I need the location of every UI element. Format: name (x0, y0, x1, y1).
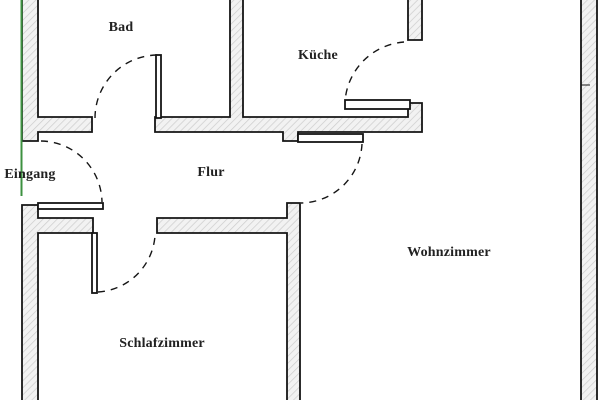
room-label-kueche: Küche (298, 48, 338, 63)
room-label-bad: Bad (108, 20, 134, 35)
kueche-door-leaf[interactable] (344, 99, 411, 110)
wall-bad-kueche-divider-and-flur-north[interactable] (154, 0, 423, 142)
room-label-flur: Flur (197, 165, 225, 180)
room-label-schlafzimmer: Schlafzimmer (119, 336, 205, 351)
wall-kueche-east-stub[interactable] (407, 0, 423, 41)
wall-outer-left-upper-and-bad-south-west[interactable] (21, 0, 93, 142)
kueche-door-swing-arc (344, 41, 405, 103)
eingang-door-swing-arc (40, 140, 103, 203)
room-label-eingang: Eingang (4, 167, 56, 182)
eingang-door-leaf[interactable] (37, 202, 104, 210)
schlafzimmer-door-swing-arc (97, 235, 156, 293)
wohnzimmer-door-swing-arc (300, 143, 363, 204)
bad-door-swing-arc (94, 54, 159, 119)
wall-outer-right[interactable] (580, 0, 598, 400)
room-label-wohnzimmer: Wohnzimmer (407, 245, 491, 260)
wall-schlafzimmer-north-east-and-wohnzimmer-divider[interactable] (156, 202, 301, 400)
wohnzimmer-door-leaf[interactable] (297, 133, 364, 143)
wall-outer-left-lower-and-schlafzimmer-north-west[interactable] (21, 204, 94, 400)
bad-door-leaf[interactable] (155, 54, 162, 119)
schlafzimmer-door-leaf[interactable] (91, 232, 98, 294)
